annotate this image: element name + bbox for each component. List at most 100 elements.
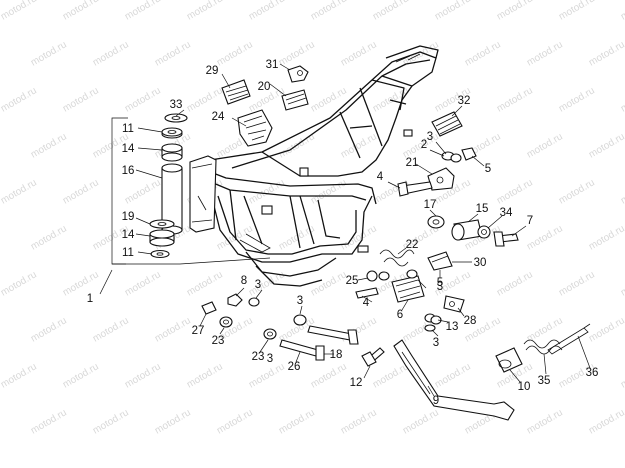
watermark-text: motod.ru <box>495 269 535 298</box>
watermark-text: motod.ru <box>29 39 69 68</box>
callout-28: 28 <box>464 315 477 327</box>
watermark-text: motod.ru <box>0 361 39 390</box>
watermark-text: motod.ru <box>153 315 193 344</box>
watermark-text: motod.ru <box>495 0 535 23</box>
watermark-text: motod.ru <box>587 131 625 160</box>
watermark-text: motod.ru <box>29 407 69 436</box>
watermark-text: motod.ru <box>371 361 411 390</box>
footpeg-parts-top <box>221 65 309 147</box>
watermark-text: motod.ru <box>587 315 625 344</box>
steering-bearing-stack <box>111 113 271 265</box>
callout-23-2: 23 <box>252 351 265 363</box>
watermark-text: motod.ru <box>525 407 565 436</box>
watermark-text: motod.ru <box>587 407 625 436</box>
watermark-text: motod.ru <box>525 39 565 68</box>
watermark-text: motod.ru <box>309 361 349 390</box>
watermark-text: motod.ru <box>61 177 101 206</box>
callout-14-1: 14 <box>122 143 135 155</box>
callout-36: 36 <box>586 367 599 379</box>
watermark-text: motod.ru <box>371 0 411 23</box>
callout-29: 29 <box>206 65 219 77</box>
callout-9: 9 <box>433 395 439 407</box>
watermark-text: motod.ru <box>0 85 39 114</box>
watermark-text: motod.ru <box>525 131 565 160</box>
watermark-text: motod.ru <box>619 85 625 114</box>
callout-labels: 1333333445567891011111213141415161718192… <box>87 59 599 407</box>
callout-22: 22 <box>406 239 419 251</box>
watermark-text: motod.ru <box>587 223 625 252</box>
watermark-text: motod.ru <box>91 315 131 344</box>
callout-23-1: 23 <box>212 335 225 347</box>
watermark-text: motod.ru <box>123 269 163 298</box>
callout-25: 25 <box>346 275 359 287</box>
watermark-text: motod.ru <box>61 0 101 23</box>
watermark-text: motod.ru <box>123 361 163 390</box>
watermark-text: motod.ru <box>309 0 349 23</box>
watermark-text: motod.ru <box>0 0 39 23</box>
watermark-text: motod.ru <box>29 315 69 344</box>
callout-35: 35 <box>538 375 551 387</box>
watermark-text: motod.ru <box>91 407 131 436</box>
watermark-text: motod.ru <box>339 315 379 344</box>
watermark-text: motod.ru <box>557 177 597 206</box>
watermark-text: motod.ru <box>525 223 565 252</box>
callout-26: 26 <box>288 361 301 373</box>
watermark-text: motod.ru <box>277 39 317 68</box>
callout-24: 24 <box>212 111 225 123</box>
callout-3-6: 3 <box>433 337 439 349</box>
callout-15: 15 <box>476 203 489 215</box>
watermark-text: motod.ru <box>619 177 625 206</box>
callout-12: 12 <box>350 377 363 389</box>
watermark-text: motod.ru <box>619 0 625 23</box>
callout-3-2: 3 <box>255 279 261 291</box>
watermark-text: motod.ru <box>185 269 225 298</box>
watermark-text: motod.ru <box>215 39 255 68</box>
watermark-text: motod.ru <box>619 361 625 390</box>
callout-3-4: 3 <box>267 353 273 365</box>
callout-4-2: 4 <box>363 297 370 309</box>
callout-3-3: 3 <box>297 295 303 307</box>
watermark-text: motod.ru <box>29 131 69 160</box>
callout-7: 7 <box>527 215 533 227</box>
watermark-text: motod.ru <box>153 39 193 68</box>
watermark-text: motod.ru <box>61 361 101 390</box>
watermark-text: motod.ru <box>557 269 597 298</box>
leader-lines <box>99 63 591 397</box>
watermark-text: motod.ru <box>247 361 287 390</box>
callout-13: 13 <box>446 321 459 333</box>
watermark-text: motod.ru <box>29 223 69 252</box>
callout-6: 6 <box>397 309 403 321</box>
watermark-text: motod.ru <box>123 85 163 114</box>
watermark-text: motod.ru <box>401 407 441 436</box>
callout-17: 17 <box>424 199 437 211</box>
callout-11-1: 11 <box>122 123 134 135</box>
callout-1: 1 <box>87 293 93 305</box>
callout-4-1: 4 <box>377 171 384 183</box>
callout-10: 10 <box>518 381 531 393</box>
callout-34: 34 <box>500 207 513 219</box>
watermark-text: motod.ru <box>309 85 349 114</box>
hardware-bottom <box>201 293 385 367</box>
callout-20: 20 <box>258 81 271 93</box>
watermark-text: motod.ru <box>123 177 163 206</box>
watermark-text: motod.ru <box>91 39 131 68</box>
watermark-text: motod.ru <box>463 39 503 68</box>
watermark-text: motod.ru <box>433 0 473 23</box>
watermark-text: motod.ru <box>557 0 597 23</box>
watermark-text: motod.ru <box>495 85 535 114</box>
callout-5-2: 5 <box>437 277 443 289</box>
footpeg-parts-right <box>355 111 519 332</box>
watermark-text: motod.ru <box>619 269 625 298</box>
callout-3-1: 3 <box>427 131 433 143</box>
callout-27: 27 <box>192 325 205 337</box>
watermark-text: motod.ru <box>185 0 225 23</box>
watermark-text: motod.ru <box>185 361 225 390</box>
callout-19: 19 <box>122 211 135 223</box>
watermark-text: motod.ru <box>153 407 193 436</box>
callout-31: 31 <box>266 59 279 71</box>
watermark-text: motod.ru <box>309 269 349 298</box>
watermark-text: motod.ru <box>309 177 349 206</box>
callout-11-2: 11 <box>122 247 134 259</box>
watermark-text: motod.ru <box>277 407 317 436</box>
